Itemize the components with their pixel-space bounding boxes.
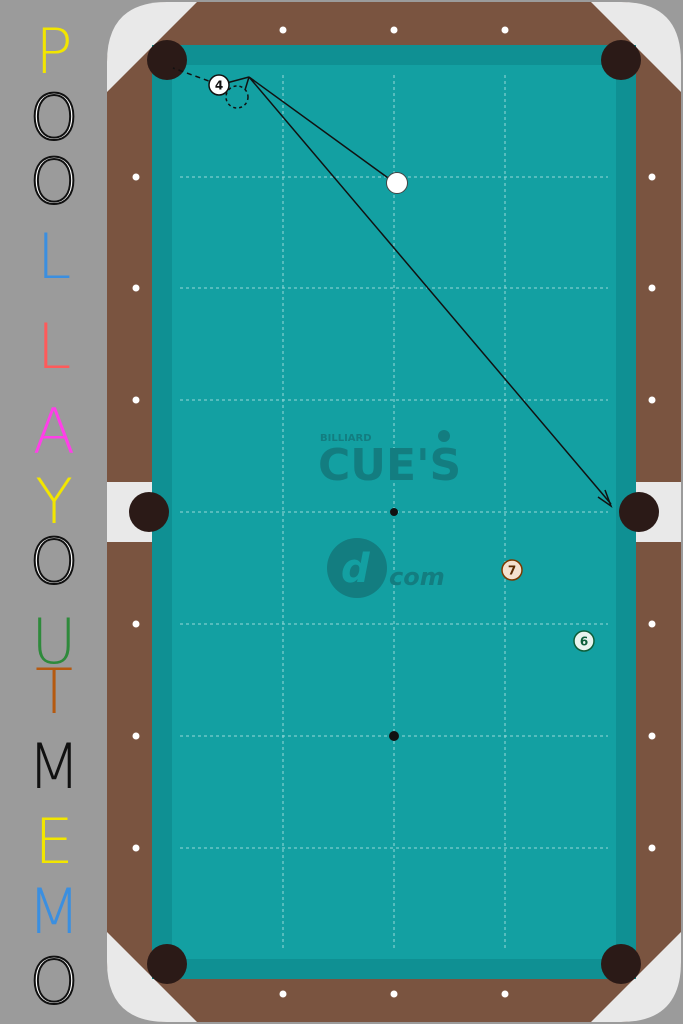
- pocket-middle-left: [129, 492, 169, 532]
- rail-diamonds: [132, 26, 656, 998]
- ball-7[interactable]: 7: [501, 559, 523, 581]
- dcom-logo-circle: [327, 538, 387, 598]
- pocket-bottom-right: [601, 944, 641, 984]
- cue-path-out: [248, 76, 612, 505]
- arrow-head-icon: [597, 489, 613, 508]
- cue-ball[interactable]: [386, 172, 408, 194]
- title-letter: Y: [35, 465, 73, 538]
- title-letter: O: [29, 145, 80, 218]
- title-letter: M: [27, 875, 81, 948]
- title-letter: P: [35, 15, 73, 88]
- logo-cues-text: CUE'S: [318, 440, 461, 491]
- pocket-middle-right: [619, 492, 659, 532]
- title-letter: L: [36, 310, 72, 383]
- pool-table[interactable]: BILLIARD CUE'S d com 4 7 6: [105, 0, 683, 1024]
- ball-circle: [208, 74, 230, 96]
- ball-circle: [573, 630, 595, 652]
- pocket-top-right: [601, 40, 641, 80]
- object-ball-path: [172, 67, 218, 85]
- pocket-bottom-left: [147, 944, 187, 984]
- title-letter: E: [34, 805, 74, 878]
- pockets: [129, 40, 659, 984]
- cue-path-in: [248, 76, 396, 184]
- title-letter: O: [29, 81, 80, 154]
- ball-number: 4: [215, 79, 223, 93]
- logo-com-text: com: [389, 563, 445, 591]
- logo-ball-icon: [438, 430, 450, 442]
- pool-table-diagram[interactable]: BILLIARD CUE'S d com 4 7 6: [105, 0, 683, 1024]
- logo-billiard-text: BILLIARD: [320, 433, 372, 444]
- cues-logo: BILLIARD CUE'S d com: [318, 430, 461, 598]
- ball-6[interactable]: 6: [573, 630, 595, 652]
- title-letter: L: [36, 220, 72, 293]
- pocket-top-left: [147, 40, 187, 80]
- ball-4[interactable]: 4: [208, 74, 230, 96]
- center-spot: [390, 508, 398, 516]
- title-letter: T: [35, 655, 73, 728]
- ball-number: 6: [580, 635, 588, 649]
- logo-d-text: d: [341, 546, 370, 592]
- ball-circle: [501, 559, 523, 581]
- title-letter: M: [27, 730, 81, 803]
- title-letter: U: [31, 605, 77, 678]
- title-letter: A: [32, 395, 76, 468]
- ghost-ball-icon: [225, 85, 249, 109]
- foot-spot: [389, 731, 399, 741]
- title-letter: O: [29, 945, 80, 1018]
- title-letter: O: [29, 525, 80, 598]
- cue-contact-line-2: [244, 76, 250, 91]
- ball-number: 7: [508, 564, 516, 578]
- table-grid: [180, 75, 608, 950]
